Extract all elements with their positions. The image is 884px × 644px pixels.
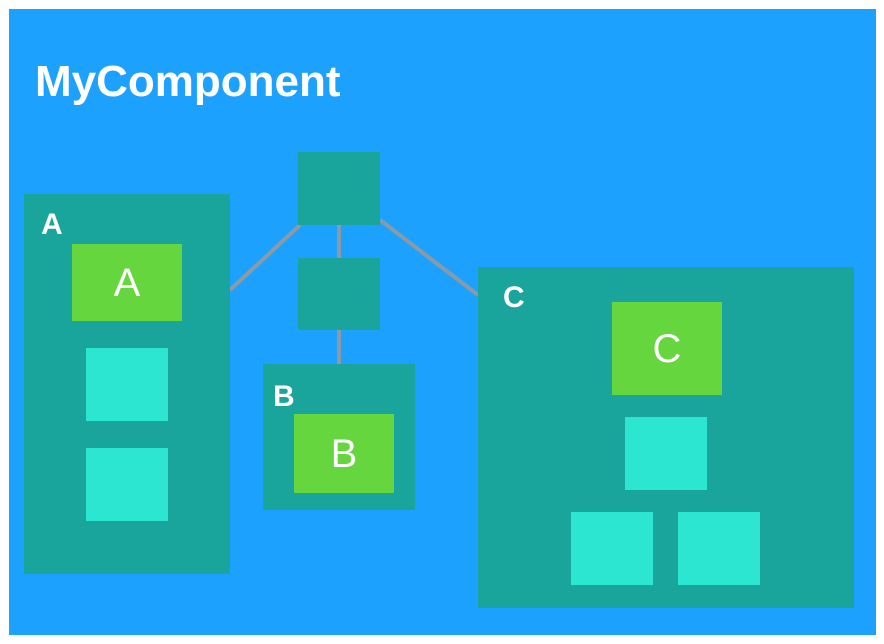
panel-c-label: C [503,281,525,314]
panel-a-element-top [86,348,168,421]
root-node [298,152,380,225]
panel-a-element-bottom [86,448,168,521]
panel-b-label: B [273,380,295,413]
diagram-title: MyComponent [35,57,341,106]
panel-c-element-left-child [571,512,653,585]
panel-c-element-parent [625,417,707,490]
panel-a-component: A [72,244,182,321]
panel-c-element-right-child [678,512,760,585]
middle-node [298,258,380,330]
panel-c-component: C [612,302,722,395]
panel-b-component: B [294,414,394,493]
panel-a-label: A [41,208,63,241]
